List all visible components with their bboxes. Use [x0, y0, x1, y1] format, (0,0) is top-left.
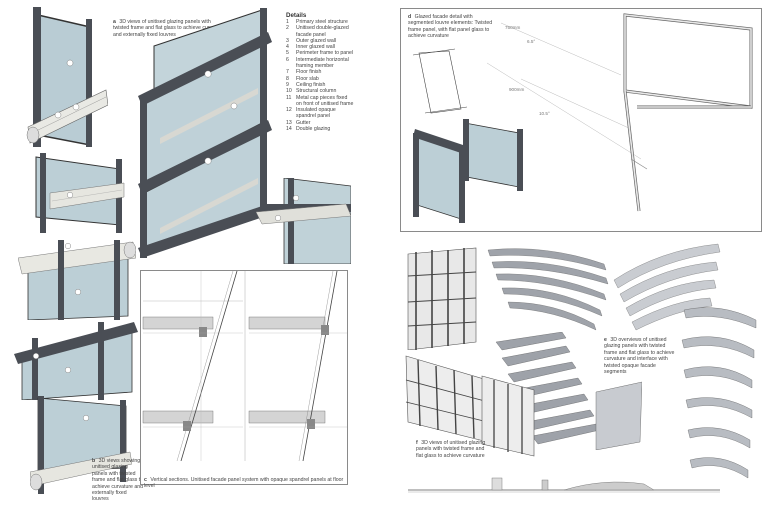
details-item-number: 11 — [286, 94, 292, 101]
caption-a-letter: a — [113, 19, 116, 25]
details-item-text: Insulated opaque spandrel panel — [296, 107, 336, 120]
caption-b-text: 3D views showing unitised glazing panels… — [92, 458, 144, 503]
details-item: 5 Perimeter frame to panel — [286, 50, 358, 56]
panel-view-1 — [26, 7, 108, 147]
details-item-number: 12 — [286, 107, 292, 114]
details-item-text: Unitised double-glazed facade panel — [296, 25, 349, 38]
details-title: Details — [286, 12, 307, 19]
vertical-section-frame — [140, 270, 348, 485]
details-item: 2 Unitised double-glazed facade panel — [286, 25, 358, 38]
caption-c: c Vertical sections. Unitised facade pan… — [144, 477, 350, 490]
details-item: 13 Gutter — [286, 120, 358, 126]
details-item-text: Intermediate horizontal framing member — [296, 56, 349, 70]
details-item-number: 1 — [286, 19, 289, 25]
details-item: 11 Metal cap pieces fixed on front of uni… — [286, 95, 358, 108]
caption-d-text: Glazed facade detail with segmented louv… — [408, 14, 493, 40]
panel-view-3 — [256, 178, 351, 264]
louvre-overview-3 — [495, 332, 642, 450]
panel-view-large — [138, 8, 272, 258]
caption-d-letter: d — [408, 14, 412, 20]
caption-e: e 3D overviews of unitised glazing panel… — [604, 337, 676, 375]
details-item-text: Structural column — [296, 88, 337, 95]
caption-a-text: 3D views of unitised glazing panels with… — [113, 19, 225, 38]
elevation-strip — [408, 477, 720, 493]
details-item-text: Outer glazed wall — [296, 37, 337, 44]
detail-d-drawing: 750mm 6.5° 900mm 10.5° — [412, 13, 753, 223]
vertical-section-drawing — [142, 271, 347, 461]
details-item: 7 Floor finish — [286, 69, 358, 75]
details-item-number: 8 — [286, 75, 289, 82]
details-item: 9 Ceiling finish — [286, 82, 358, 88]
details-item-text: Inner glazed wall — [296, 44, 335, 51]
details-item-number: 4 — [286, 44, 289, 51]
details-item-number: 5 — [286, 50, 289, 57]
panel-view-2 — [35, 153, 125, 233]
details-item-text: Ceiling finish — [296, 81, 326, 88]
caption-d: d Glazed facade detail with segmented lo… — [408, 14, 498, 40]
details-item-number: 9 — [286, 81, 289, 88]
caption-b: b 3D views showing unitised glazing pane… — [92, 458, 144, 503]
details-item-number: 6 — [286, 56, 289, 63]
details-item-text: Floor slab — [296, 75, 319, 82]
louvre-overview-1 — [487, 248, 609, 331]
details-item-text: Double glazing — [296, 126, 331, 133]
details-item: 4 Inner glazed wall — [286, 44, 358, 50]
louvre-overview-2 — [613, 243, 721, 331]
dimension-angle-1: 6.5° — [527, 39, 535, 44]
details-item: 14 Double glazing — [286, 126, 358, 132]
details-item-text: Gutter — [296, 119, 311, 126]
caption-f: f 3D views of unitised glazing panels wi… — [416, 440, 486, 459]
details-list: 1 Primary steel structure 2 Unitised double… — [286, 19, 358, 132]
details-item-number: 10 — [286, 88, 292, 95]
panel-view-5 — [14, 322, 138, 400]
grid-panel-view-2 — [405, 355, 497, 445]
details-item: 8 Floor slab — [286, 76, 358, 82]
caption-e-letter: e — [604, 337, 607, 343]
details-item: 1 Primary steel structure — [286, 19, 358, 25]
details-item-text: Primary steel structure — [296, 19, 348, 25]
caption-a: a 3D views of unitised glazing panels wi… — [113, 19, 228, 38]
details-item-number: 2 — [286, 25, 289, 32]
caption-f-letter: f — [416, 440, 418, 446]
details-item-text: Floor finish — [296, 69, 322, 76]
details-item: 6 Intermediate horizontal framing member — [286, 57, 358, 70]
grid-panel-view-3 — [481, 375, 535, 457]
caption-f-text: 3D views of unitised glazing panels with… — [416, 440, 486, 459]
details-item-number: 3 — [286, 37, 289, 44]
caption-c-text: Vertical sections. Unitised facade panel… — [144, 477, 344, 490]
details-item-number: 14 — [286, 126, 292, 133]
grid-panel-view-1 — [407, 247, 477, 350]
details-item: 3 Outer glazed wall — [286, 38, 358, 44]
details-item-number: 7 — [286, 69, 289, 76]
details-item: 12 Insulated opaque spandrel panel — [286, 107, 358, 120]
dimension-750: 750mm — [505, 25, 520, 30]
dimension-angle-2: 10.5° — [539, 111, 550, 116]
panel-view-6 — [30, 396, 132, 494]
louvre-overview-4 — [681, 307, 757, 479]
details-item: 10 Structural column — [286, 88, 358, 94]
panel-view-4 — [18, 240, 136, 320]
caption-c-letter: c — [144, 477, 147, 483]
caption-b-letter: b — [92, 458, 96, 464]
dimension-900: 900mm — [509, 87, 524, 92]
caption-e-text: 3D overviews of unitised glazing panels … — [604, 337, 675, 376]
details-item-text: Metal cap pieces fixed on front of uniti… — [296, 94, 354, 107]
details-item-number: 13 — [286, 119, 292, 126]
details-legend: Details 1 Primary steel structure 2 Unitise… — [286, 12, 358, 132]
details-item-text: Perimeter frame to panel — [296, 50, 354, 57]
